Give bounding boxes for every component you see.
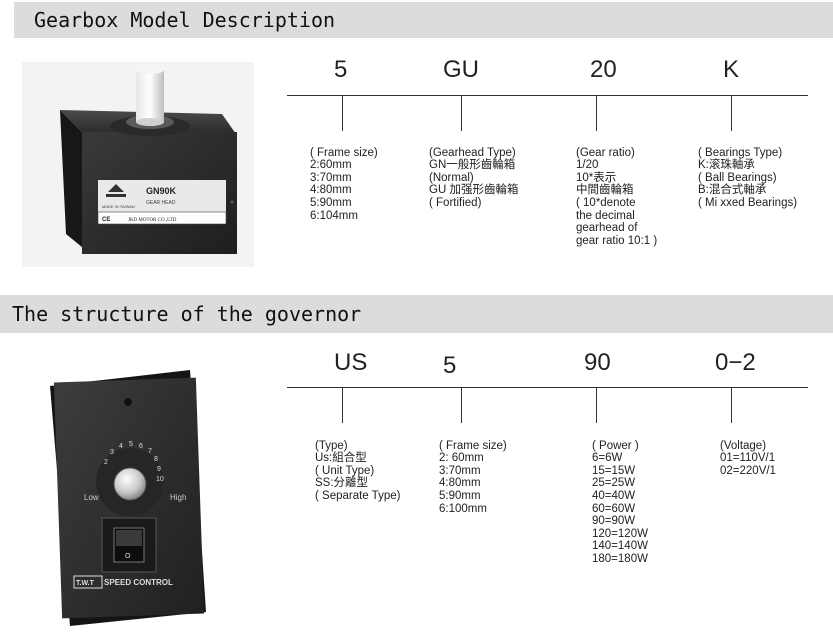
governor-col-voltage-line: 01=110V/1 <box>720 452 776 465</box>
gearbox-col-frame-line: 3:70mm <box>310 171 352 184</box>
governor-col-power-line: 6=6W <box>592 452 623 465</box>
gearbox-col-ratio: (Gear ratio) 1/20 10*表示 中間齒輪箱 ( 10*denot… <box>576 134 657 247</box>
gearbox-col-frame-line: ( Frame size) <box>310 146 378 159</box>
governor-col-type-line: Us:組合型 <box>315 452 367 465</box>
dial-tick-4: 4 <box>119 443 123 450</box>
governor-col-power-line: 60=60W <box>592 502 636 515</box>
gearbox-made-in: MADE IN TAIWAN <box>102 204 135 209</box>
gearbox-col-bearing-line: ( Bearings Type) <box>698 146 783 159</box>
gearbox-col-bearing: ( Bearings Type) K:滚珠軸承 ( Ball Bearings)… <box>698 134 797 210</box>
gearbox-col-frame-line: 4:80mm <box>310 184 352 197</box>
governor-tick-3 <box>596 387 597 423</box>
governor-col-frame-line: ( Frame size) <box>439 439 507 452</box>
governor-tick-2 <box>461 387 462 423</box>
governor-col-power-line: 25=25W <box>592 477 636 490</box>
gearbox-footer-label: JKD MOTOR CO.,LTD <box>128 218 177 223</box>
governor-code-power: 90 <box>584 349 611 376</box>
gearbox-col-bearing-line: ( Mi xxed Bearings) <box>698 196 798 209</box>
gearbox-col-ratio-line: (Gear ratio) <box>576 146 635 159</box>
governor-col-frame-line: 4:80mm <box>439 477 481 490</box>
gearbox-col-frame: ( Frame size) 2:60mm 3:70mm 4:80mm 5:90m… <box>310 134 378 222</box>
gearbox-col-bearing-line: ( Ball Bearings) <box>698 171 777 184</box>
gearbox-col-ratio-line: the decimal <box>576 209 635 222</box>
dial-high-label: High <box>170 493 186 502</box>
governor-code-type: US <box>334 349 368 376</box>
governor-col-type-line: SS:分離型 <box>315 477 369 490</box>
governor-col-type-line: (Type) <box>315 439 348 452</box>
governor-col-power-line: 90=90W <box>592 515 636 528</box>
gearbox-col-ratio-line: ( 10*denote <box>576 196 636 209</box>
governor-tick-4 <box>731 387 732 423</box>
gearbox-section-banner: Gearbox Model Description <box>14 2 833 38</box>
gearbox-col-type-line: ( Fortified) <box>429 196 482 209</box>
gearbox-col-ratio-line: 10*表示 <box>576 171 617 184</box>
governor-divider-line <box>287 387 808 388</box>
dial-tick-8: 8 <box>154 456 158 463</box>
gearbox-col-ratio-line: gear ratio 10:1 ) <box>576 234 658 247</box>
governor-col-frame: ( Frame size) 2: 60mm 3:70mm 4:80mm 5:90… <box>439 427 507 515</box>
controller-brand-label: T.W.T <box>76 580 95 587</box>
gearbox-col-type-line: (Gearhead Type) <box>429 146 516 159</box>
gearbox-tick-4 <box>731 95 732 131</box>
dial-tick-3: 3 <box>110 449 114 456</box>
governor-col-voltage-line: 02=220V/1 <box>720 464 776 477</box>
gearbox-col-ratio-line: 1/20 <box>576 159 599 172</box>
gearbox-col-type-line: GU 加强形齒輪箱 <box>429 184 519 197</box>
dial-tick-9: 9 <box>157 466 161 473</box>
governor-col-power-line: 180=180W <box>592 552 648 565</box>
dial-tick-2: 2 <box>104 459 108 466</box>
governor-col-power-line: ( Power ) <box>592 439 639 452</box>
gearbox-divider-line <box>287 95 808 96</box>
gearbox-code-frame: 5 <box>334 56 348 83</box>
gearbox-brand-label: GN90K <box>146 186 177 196</box>
governor-col-power-line: 120=120W <box>592 527 648 540</box>
dial-tick-7: 7 <box>148 448 152 455</box>
governor-col-type-line: ( Unit Type) <box>315 464 375 477</box>
gearbox-col-bearing-line: K:滚珠軸承 <box>698 159 755 172</box>
dial-tick-5: 5 <box>129 441 133 448</box>
governor-col-type: (Type) Us:組合型 ( Unit Type) SS:分離型 ( Sepa… <box>315 427 400 503</box>
governor-col-frame-line: 3:70mm <box>439 464 481 477</box>
gearbox-photo: GN90K GEAR HEAD MADE IN TAIWAN CE JKD MO… <box>22 62 254 267</box>
dial-tick-10: 10 <box>156 476 164 483</box>
governor-col-type-line: ( Separate Type) <box>315 489 401 502</box>
ce-mark-icon: CE <box>102 217 110 223</box>
governor-col-frame-line: 2: 60mm <box>439 452 484 465</box>
governor-tick-1 <box>342 387 343 423</box>
governor-code-voltage: 0−2 <box>715 349 756 376</box>
dial-tick-6: 6 <box>139 443 143 450</box>
gearbox-col-type-line: GN一般形齒輪箱 <box>429 159 516 172</box>
governor-col-voltage-line: (Voltage) <box>720 439 767 452</box>
gearbox-col-bearing-line: B:混合式軸承 <box>698 184 767 197</box>
governor-section-banner: The structure of the governor <box>0 295 833 333</box>
governor-col-voltage: (Voltage) 01=110V/1 02=220V/1 <box>720 427 776 477</box>
gearbox-sub-label: GEAR HEAD <box>146 200 176 206</box>
speed-controller-photo: 2 3 4 5 6 7 8 9 10 Low High O T.W.T SPEE… <box>30 364 218 628</box>
governor-code-frame: 5 <box>443 352 457 379</box>
gearbox-code-type: GU <box>443 56 479 83</box>
gearbox-code-ratio: 20 <box>590 56 617 83</box>
gearbox-tick-3 <box>596 95 597 131</box>
gearbox-tick-2 <box>461 95 462 131</box>
gearbox-col-ratio-line: 中間齒輪箱 <box>576 184 634 197</box>
gearbox-col-ratio-line: gearhead of <box>576 222 638 235</box>
gearbox-section-title: Gearbox Model Description <box>34 8 336 32</box>
governor-section-title: The structure of the governor <box>12 302 362 326</box>
governor-col-power-line: 140=140W <box>592 540 648 553</box>
gearbox-code-bearing: K <box>723 56 740 83</box>
governor-col-power-line: 40=40W <box>592 489 636 502</box>
governor-col-power: ( Power ) 6=6W 15=15W 25=25W 40=40W 60=6… <box>592 427 648 566</box>
gearbox-tick-1 <box>342 95 343 131</box>
gearbox-col-type-line: (Normal) <box>429 171 474 184</box>
gearbox-col-frame-line: 2:60mm <box>310 159 352 172</box>
gearbox-col-frame-line: 6:104mm <box>310 209 358 222</box>
dial-low-label: Low <box>84 493 99 502</box>
gearbox-col-type: (Gearhead Type) GN一般形齒輪箱 (Normal) GU 加强形… <box>429 134 518 210</box>
switch-off-label: O <box>125 553 131 560</box>
governor-col-frame-line: 5:90mm <box>439 489 481 502</box>
governor-col-power-line: 15=15W <box>592 464 636 477</box>
gearbox-col-frame-line: 5:90mm <box>310 196 352 209</box>
speed-control-label: SPEED CONTROL <box>104 578 173 587</box>
governor-col-frame-line: 6:100mm <box>439 502 487 515</box>
